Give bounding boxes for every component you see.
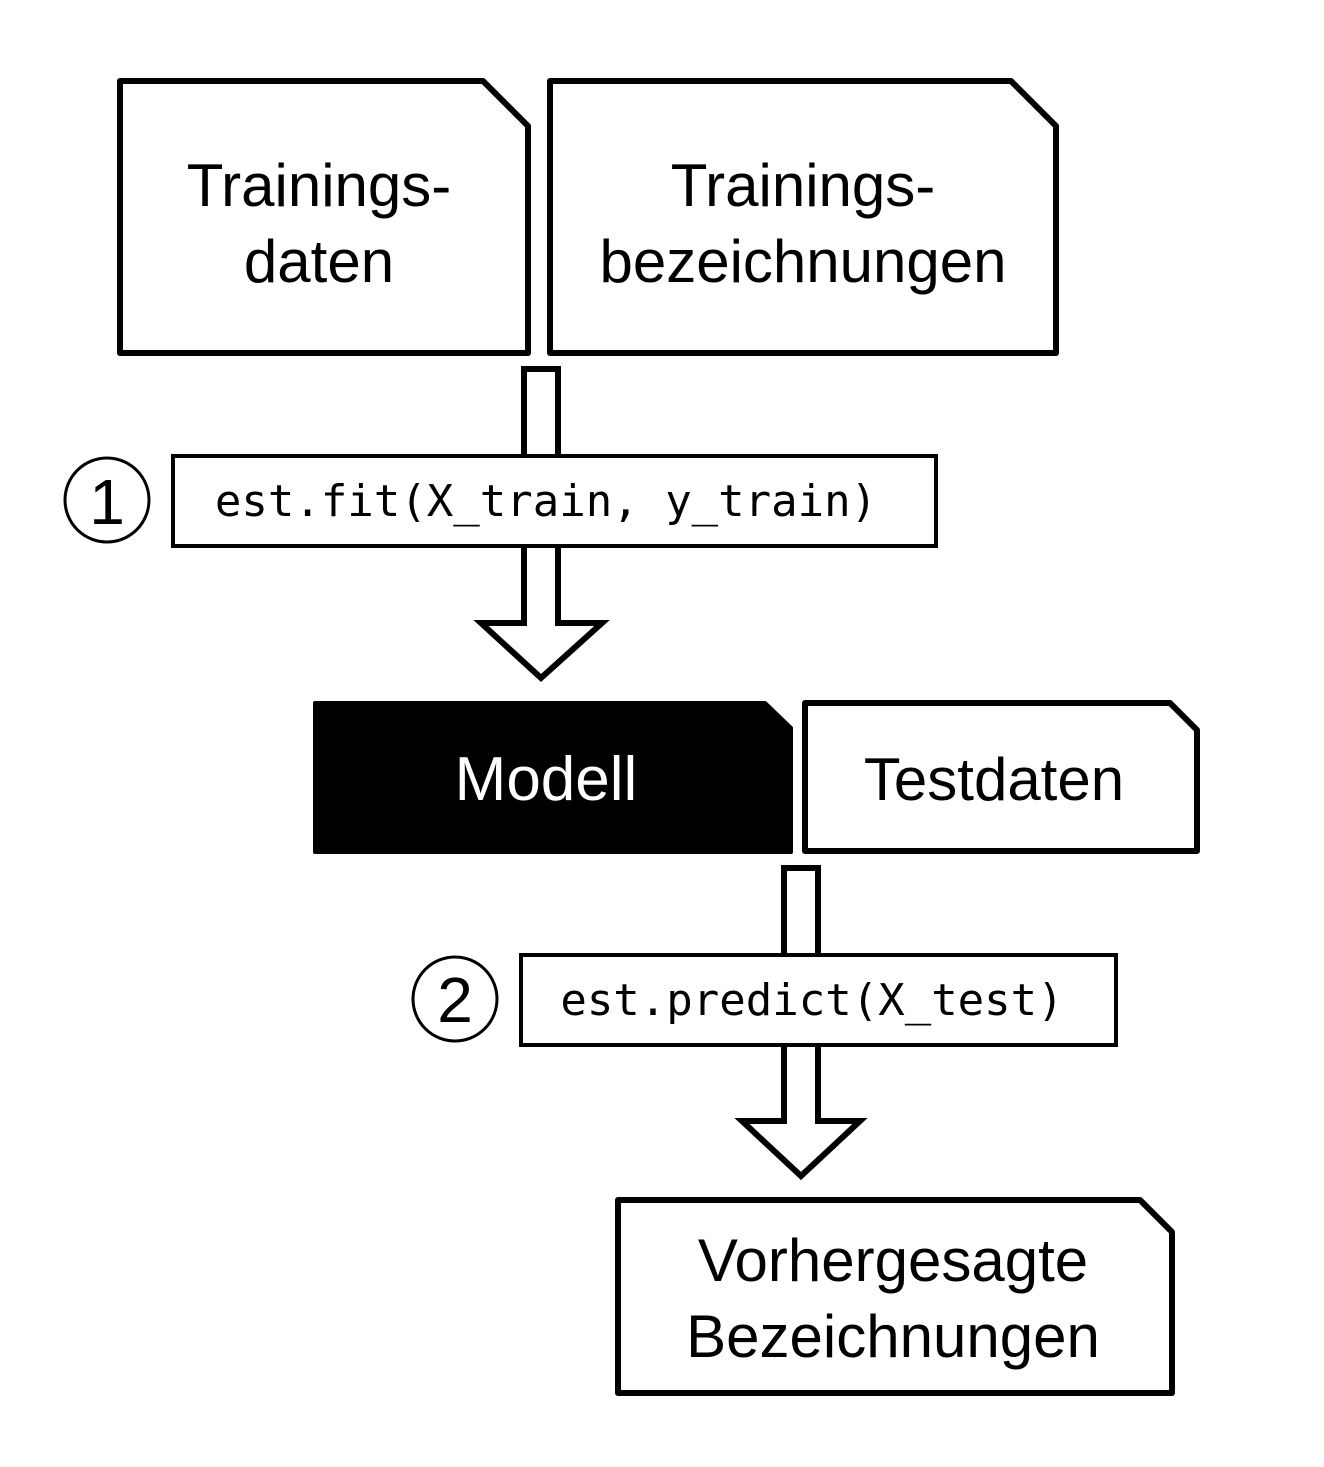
predicted-labels-label-line2: Bezeichnungen [686, 1303, 1100, 1370]
training-data-shape [117, 78, 531, 356]
step-1-badge: 1 [63, 456, 151, 544]
predicted-labels-box: Vorhergesagte Bezeichnungen [615, 1197, 1175, 1396]
predict-code-frame [519, 953, 1118, 1047]
predict-code-text: est.predict(X_test) [560, 975, 1063, 1026]
test-data-shape [802, 700, 1200, 854]
training-data-box: Trainings- daten [117, 78, 531, 356]
test-data-box: Testdaten [802, 700, 1200, 854]
fit-code-box: est.fit(X_train, y_train) [171, 454, 938, 548]
predict-code-box: est.predict(X_test) [519, 953, 1118, 1047]
training-data-label-line2: daten [244, 228, 394, 295]
training-labels-shape [547, 78, 1059, 356]
training-labels-box: Trainings- bezeichnungen [547, 78, 1059, 356]
step-1-number: 1 [89, 466, 125, 538]
test-data-label: Testdaten [864, 746, 1124, 813]
training-data-label-line1: Trainings- [187, 152, 452, 219]
model-label: Modell [455, 745, 638, 814]
training-labels-label-line1: Trainings- [671, 152, 936, 219]
predicted-labels-shape [615, 1197, 1175, 1396]
model-shape [313, 701, 793, 854]
fit-code-frame [171, 454, 938, 548]
training-labels-label-line2: bezeichnungen [599, 228, 1006, 295]
fit-code-text: est.fit(X_train, y_train) [215, 476, 877, 527]
step-2-number: 2 [437, 964, 473, 1036]
step-2-circle [411, 955, 499, 1043]
predicted-labels-label-line1: Vorhergesagte [698, 1227, 1088, 1294]
step-2-badge: 2 [411, 955, 499, 1043]
model-box: Modell [313, 701, 793, 854]
step-1-circle [63, 456, 151, 544]
